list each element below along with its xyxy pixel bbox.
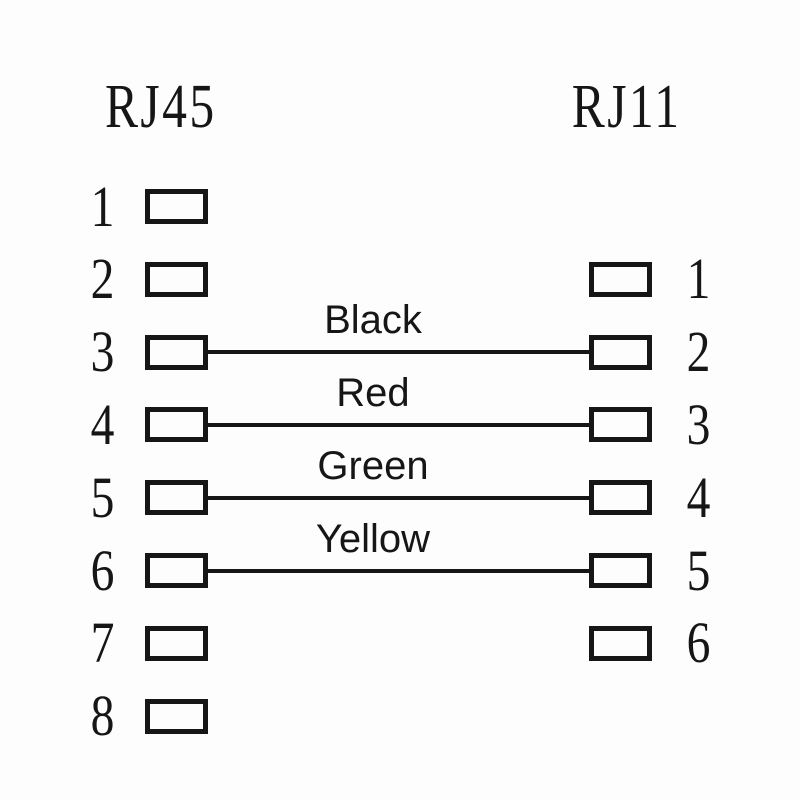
rj45-pin-2-contact-box bbox=[145, 261, 208, 297]
right-connector-title: RJ11 bbox=[527, 76, 727, 138]
rj45-pin-7-number: 7 bbox=[80, 613, 124, 673]
left-connector-title: RJ45 bbox=[61, 76, 261, 138]
rj11-pin-6-number: 6 bbox=[676, 613, 720, 673]
rj11-pin-number-text: 4 bbox=[686, 464, 710, 530]
rj11-pin-3-number: 3 bbox=[676, 395, 720, 455]
rj11-pin-3-contact-box bbox=[589, 407, 652, 443]
rj11-pin-1-contact-box bbox=[589, 261, 652, 297]
rj11-pin-2-contact-box bbox=[589, 334, 652, 370]
rj45-pin-number-text: 8 bbox=[90, 683, 114, 749]
rj11-pin-1-number: 1 bbox=[676, 249, 720, 309]
rj45-pin-8-contact-box bbox=[145, 698, 208, 734]
rj11-pin-6-contact-box bbox=[589, 625, 652, 661]
rj45-pin-number-text: 3 bbox=[90, 319, 114, 385]
rj11-pin-number-text: 1 bbox=[686, 246, 710, 312]
rj11-pin-5-number: 5 bbox=[676, 541, 720, 601]
rj45-pin-number-text: 1 bbox=[90, 173, 114, 239]
rj45-pin-number-text: 7 bbox=[90, 610, 114, 676]
left-connector-title-text: RJ45 bbox=[105, 73, 217, 141]
rj11-pin-5-contact-box bbox=[589, 553, 652, 588]
wire-black bbox=[206, 350, 590, 355]
rj45-pin-3-contact-box bbox=[145, 334, 208, 370]
rj11-pin-number-text: 5 bbox=[686, 537, 710, 603]
rj45-pin-5-number: 5 bbox=[80, 468, 124, 528]
rj45-pin-number-text: 2 bbox=[90, 246, 114, 312]
rj45-pin-6-contact-box bbox=[145, 553, 208, 588]
rj45-pin-number-text: 6 bbox=[90, 537, 114, 603]
rj45-pin-4-contact-box bbox=[145, 407, 208, 443]
rj11-pin-number-text: 2 bbox=[686, 319, 710, 385]
rj45-pin-1-number: 1 bbox=[80, 177, 124, 237]
right-connector-title-text: RJ11 bbox=[572, 73, 682, 141]
wire-label-green: Green bbox=[317, 443, 429, 488]
rj45-pin-4-number: 4 bbox=[80, 395, 124, 455]
wire-green bbox=[206, 495, 590, 500]
rj45-pin-number-text: 5 bbox=[90, 464, 114, 530]
rj11-pin-4-contact-box bbox=[589, 480, 652, 516]
wire-label-black: Black bbox=[324, 298, 422, 343]
rj45-pin-7-contact-box bbox=[145, 625, 208, 661]
wire-red bbox=[206, 422, 590, 427]
rj45-pin-3-number: 3 bbox=[80, 322, 124, 382]
wire-yellow bbox=[206, 568, 590, 573]
rj11-pin-number-text: 6 bbox=[686, 610, 710, 676]
rj45-pin-6-number: 6 bbox=[80, 541, 124, 601]
wire-label-yellow: Yellow bbox=[315, 516, 431, 561]
rj11-pin-2-number: 2 bbox=[676, 322, 720, 382]
rj45-pin-1-contact-box bbox=[145, 189, 208, 224]
rj45-pin-2-number: 2 bbox=[80, 249, 124, 309]
rj45-pin-number-text: 4 bbox=[90, 391, 114, 457]
wire-label-red: Red bbox=[336, 370, 410, 415]
rj11-pin-number-text: 3 bbox=[686, 391, 710, 457]
rj45-pin-5-contact-box bbox=[145, 480, 208, 516]
rj11-pin-4-number: 4 bbox=[676, 468, 720, 528]
rj45-pin-8-number: 8 bbox=[80, 686, 124, 746]
